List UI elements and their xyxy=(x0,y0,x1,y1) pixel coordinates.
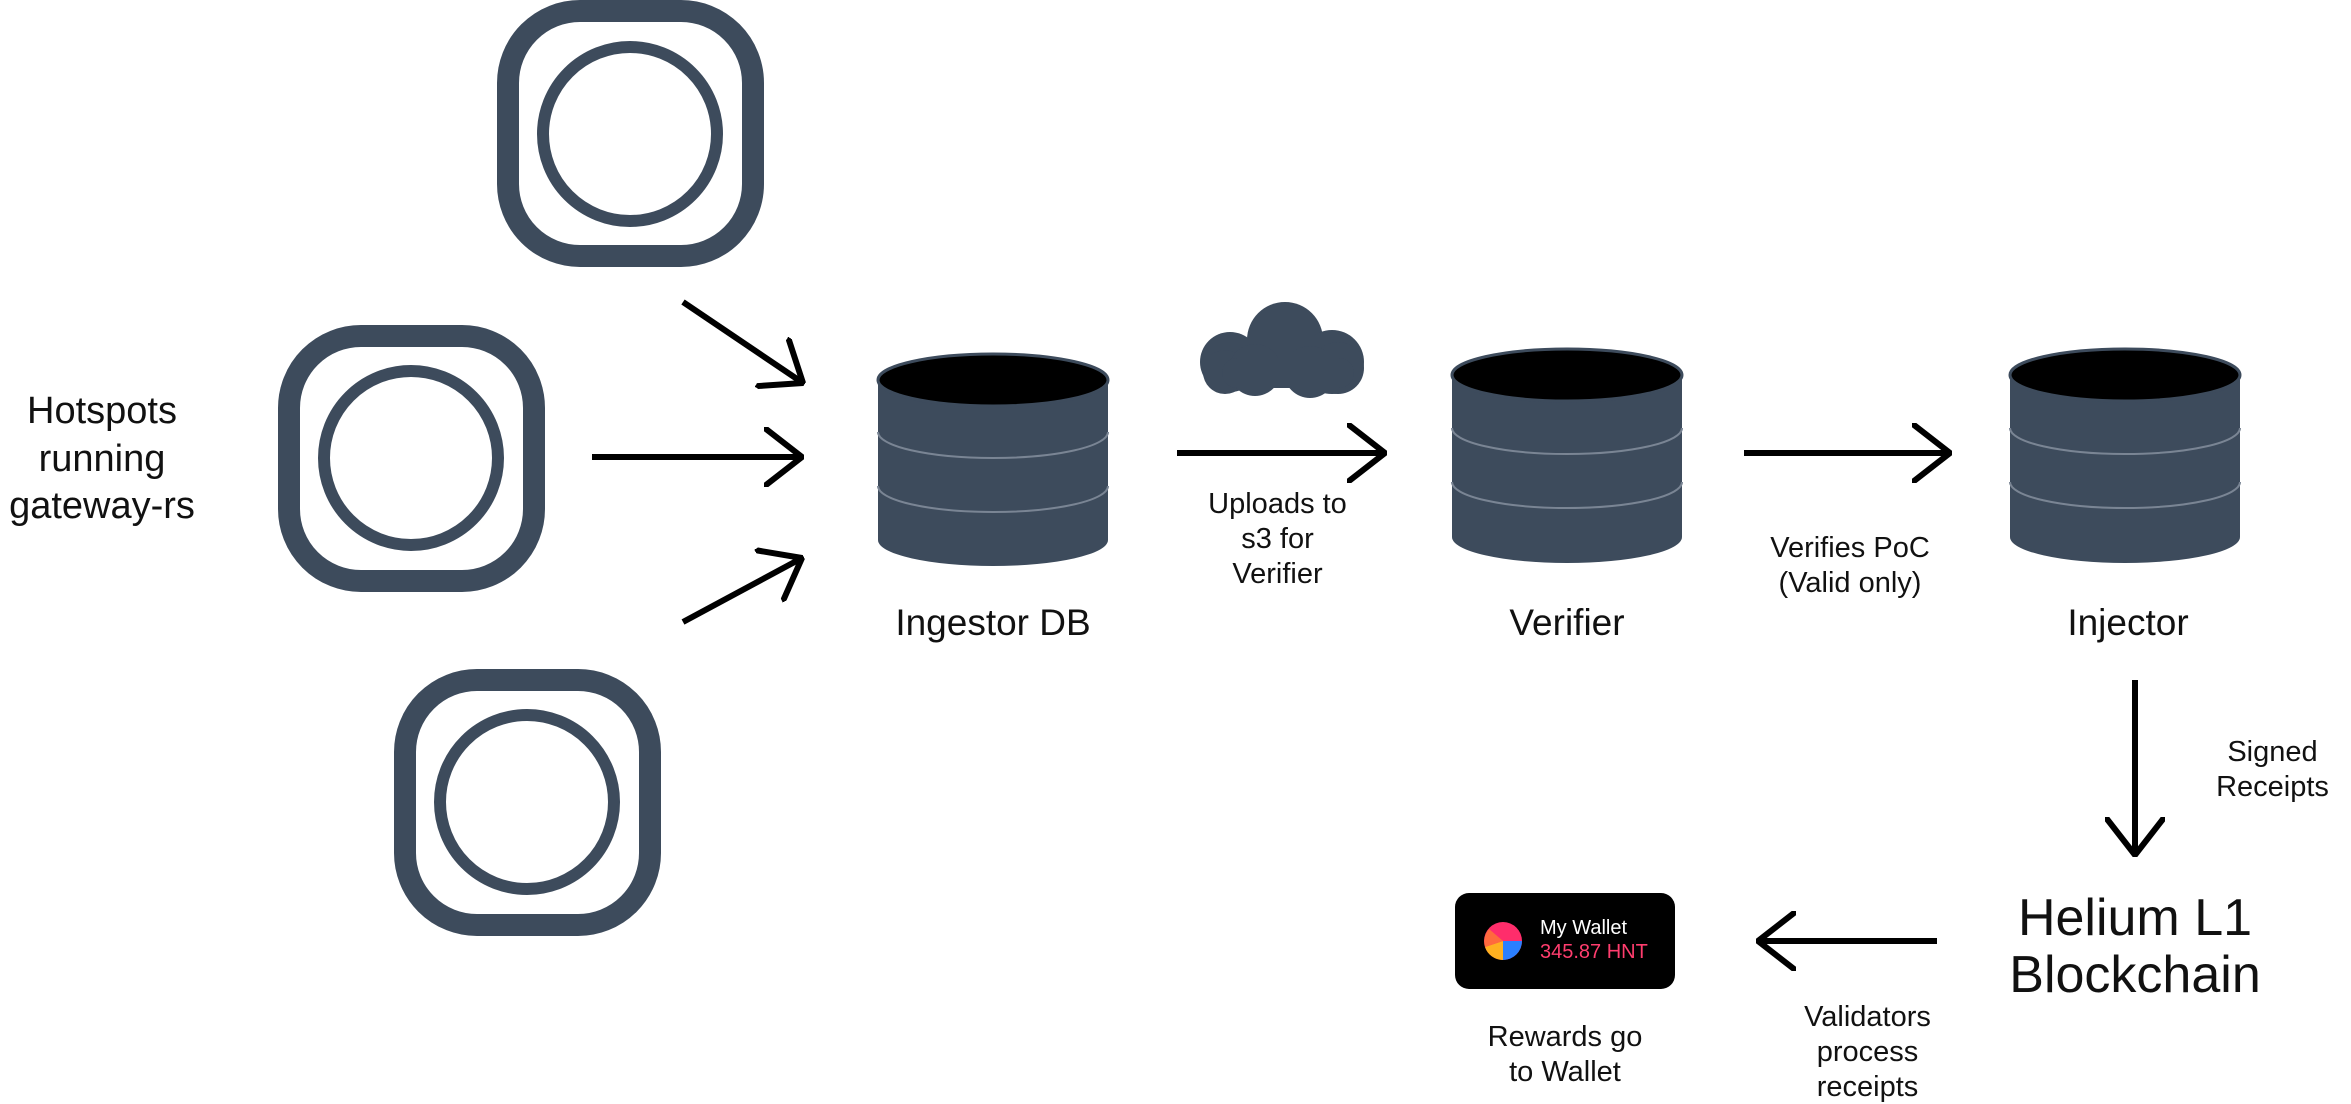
verify-edge-label: Verifies PoC (Valid only) xyxy=(1770,532,1930,599)
blockchain-label: Helium L1 Blockchain xyxy=(2009,889,2261,1005)
validators-edge-label: Validators process receipts xyxy=(1804,1001,1931,1103)
cloud-icon xyxy=(1200,302,1364,398)
rewards-label: Rewards go to Wallet xyxy=(1487,1021,1643,1088)
verifier-label: Verifier xyxy=(1509,602,1625,643)
helium-logo-icon xyxy=(1484,922,1522,960)
ingestor-db-icon xyxy=(876,352,1110,566)
injector-label: Injector xyxy=(2067,602,2189,643)
upload-edge-label: Uploads to s3 for Verifier xyxy=(1208,488,1347,590)
hotspot-device-icon xyxy=(394,669,661,936)
arrow-hotspot-3 xyxy=(681,558,802,625)
arrow-hotspot-1 xyxy=(681,299,803,383)
verifier-db-icon xyxy=(1450,347,1684,563)
wallet-balance: 345.87 HNT xyxy=(1540,941,1648,963)
wallet-card[interactable]: My Wallet 345.87 HNT xyxy=(1455,893,1675,989)
signed-receipts-label: Signed Receipts xyxy=(2216,736,2329,803)
hotspots-label: Hotspots running gateway-rs xyxy=(9,390,195,527)
ingestor-db-label: Ingestor DB xyxy=(895,602,1091,643)
injector-db-icon xyxy=(2008,347,2242,563)
wallet-name: My Wallet xyxy=(1540,917,1628,939)
hotspot-device-icon xyxy=(497,0,764,267)
hotspot-device-icon xyxy=(278,325,545,592)
